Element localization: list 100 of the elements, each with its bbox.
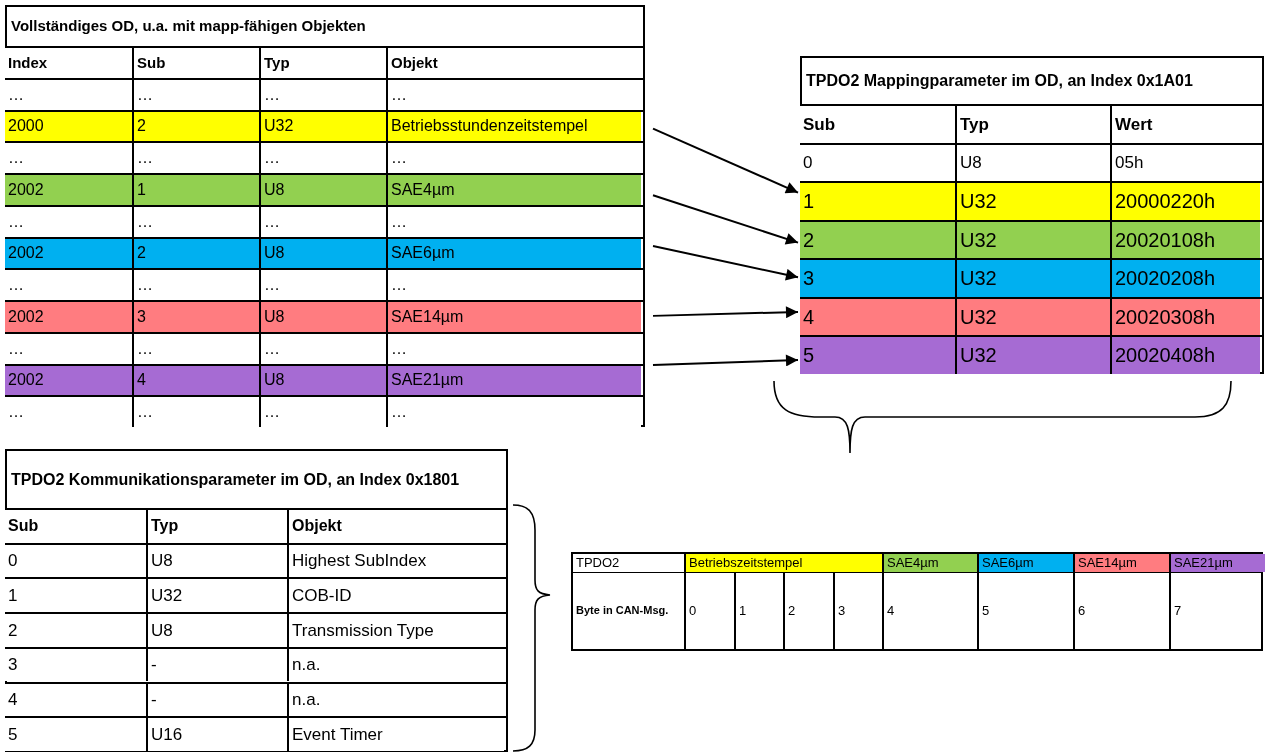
- table-cell: …: [259, 331, 386, 364]
- table-cell: 0: [800, 142, 955, 181]
- table-cell: U8: [259, 173, 386, 205]
- table-cell: 6: [1073, 573, 1169, 649]
- table-cell: 2: [783, 573, 833, 649]
- table-cell: SAE6µm: [977, 554, 1073, 572]
- table-cell: …: [259, 141, 386, 173]
- table-cell: 2: [132, 109, 259, 142]
- table-cell: …: [5, 77, 132, 110]
- table-cell: 2002: [5, 363, 132, 396]
- table-title: TPDO2 Kommunikationsparameter im OD, an Index 0x1801: [11, 469, 461, 490]
- table-cell: 5: [5, 716, 146, 751]
- table-cell: 2: [132, 236, 259, 269]
- table-cell: 2002: [5, 173, 132, 205]
- table-cell: 0: [5, 542, 146, 578]
- table-cell: -: [146, 646, 287, 682]
- table-cell: …: [5, 204, 132, 237]
- table-cell-text: Byte in CAN-Msg.: [575, 603, 670, 619]
- table-cell: …: [259, 268, 386, 300]
- table-cell: Transmission Type: [287, 612, 508, 647]
- table-cell: Typ: [259, 46, 386, 78]
- table-cell: …: [386, 268, 645, 300]
- table-cell-text: TPDO2: [575, 554, 621, 572]
- table-cell: Event Timer: [287, 716, 508, 751]
- table-cell: 1: [5, 577, 146, 613]
- table-cell: …: [259, 204, 386, 237]
- table-cell: …: [5, 268, 132, 300]
- table-row: [571, 573, 1263, 651]
- table-cell: …: [132, 331, 259, 364]
- table-cell: SAE14µm: [1073, 554, 1169, 572]
- table-cell: Objekt: [386, 46, 645, 78]
- table-cell: 7: [1169, 573, 1265, 649]
- table-cell: U8: [146, 612, 287, 647]
- table-cell: 2002: [5, 236, 132, 269]
- table-cell: U32: [259, 109, 386, 142]
- table-cell: …: [386, 141, 645, 173]
- table-cell: 20020208h: [1110, 258, 1264, 297]
- arrow: [652, 127, 799, 194]
- table-cell: Sub: [800, 104, 955, 143]
- table-cell: Sub: [132, 46, 259, 78]
- table-cell: 4: [882, 573, 977, 649]
- table-cell: 2002: [5, 300, 132, 332]
- table-cell: …: [259, 77, 386, 110]
- table-title: TPDO2 Mappingparameter im OD, an Index 0x1A01: [806, 71, 1194, 91]
- table-cell: SAE21µm: [1169, 554, 1265, 572]
- table-cell: …: [132, 77, 259, 110]
- table-cell: 3: [132, 300, 259, 332]
- table-cell: …: [132, 395, 259, 427]
- table-cell: …: [386, 204, 645, 237]
- table-cell: 2: [5, 612, 146, 647]
- table-cell: 4: [5, 681, 146, 717]
- arrow: [652, 245, 799, 281]
- table-cell: U8: [146, 542, 287, 578]
- table-cell: Index: [5, 46, 132, 78]
- table-cell: Objekt: [287, 508, 508, 543]
- table-cell: 5: [800, 335, 955, 374]
- arrow: [652, 354, 799, 367]
- table-frame: [800, 56, 1264, 374]
- arrow: [652, 306, 799, 319]
- table-cell: n.a.: [287, 646, 508, 682]
- table-cell: 1: [132, 173, 259, 205]
- table-cell: 2000: [5, 109, 132, 142]
- table-cell: 1: [734, 573, 783, 649]
- table-cell: Highest SubIndex: [287, 542, 508, 578]
- table-cell: …: [386, 77, 645, 110]
- table-cell: Betriebsstundenzeitstempel: [386, 109, 645, 142]
- table-title: Vollständiges OD, u.a. mit mapp-fähigen Objekten: [11, 16, 367, 37]
- table-cell: Sub: [5, 508, 146, 543]
- table-cell: Typ: [146, 508, 287, 543]
- table-cell: …: [132, 141, 259, 173]
- table-cell: SAE4µm: [882, 554, 977, 572]
- table-cell: U32: [955, 335, 1110, 374]
- table-cell: U8: [259, 363, 386, 396]
- arrow: [652, 194, 799, 245]
- table-cell: U32: [955, 219, 1110, 258]
- table-cell: …: [386, 331, 645, 364]
- table-cell: U8: [955, 142, 1110, 181]
- table-cell: …: [5, 395, 132, 427]
- table-frame: [5, 5, 645, 427]
- table-cell: U32: [955, 296, 1110, 335]
- table-cell: 5: [977, 573, 1073, 649]
- table-frame: [5, 449, 508, 752]
- table-cell: Typ: [955, 104, 1110, 143]
- table-cell: 4: [132, 363, 259, 396]
- table-cell: 3: [833, 573, 882, 649]
- table-cell: …: [132, 204, 259, 237]
- table-cell: SAE14µm: [386, 300, 645, 332]
- table-cell: COB-ID: [287, 577, 508, 613]
- table-cell: U8: [259, 300, 386, 332]
- table-cell: 20020308h: [1110, 296, 1264, 335]
- table-cell: …: [132, 268, 259, 300]
- table-cell: SAE6µm: [386, 236, 645, 269]
- table-cell: …: [5, 141, 132, 173]
- table-cell: U16: [146, 716, 287, 751]
- table-cell: 1: [800, 181, 955, 220]
- table-cell: 20000220h: [1110, 181, 1264, 220]
- table-cell: 05h: [1110, 142, 1264, 181]
- table-cell: Betriebszeitstempel: [684, 554, 882, 572]
- table-row: [571, 552, 1263, 574]
- table-cell: 20020108h: [1110, 219, 1264, 258]
